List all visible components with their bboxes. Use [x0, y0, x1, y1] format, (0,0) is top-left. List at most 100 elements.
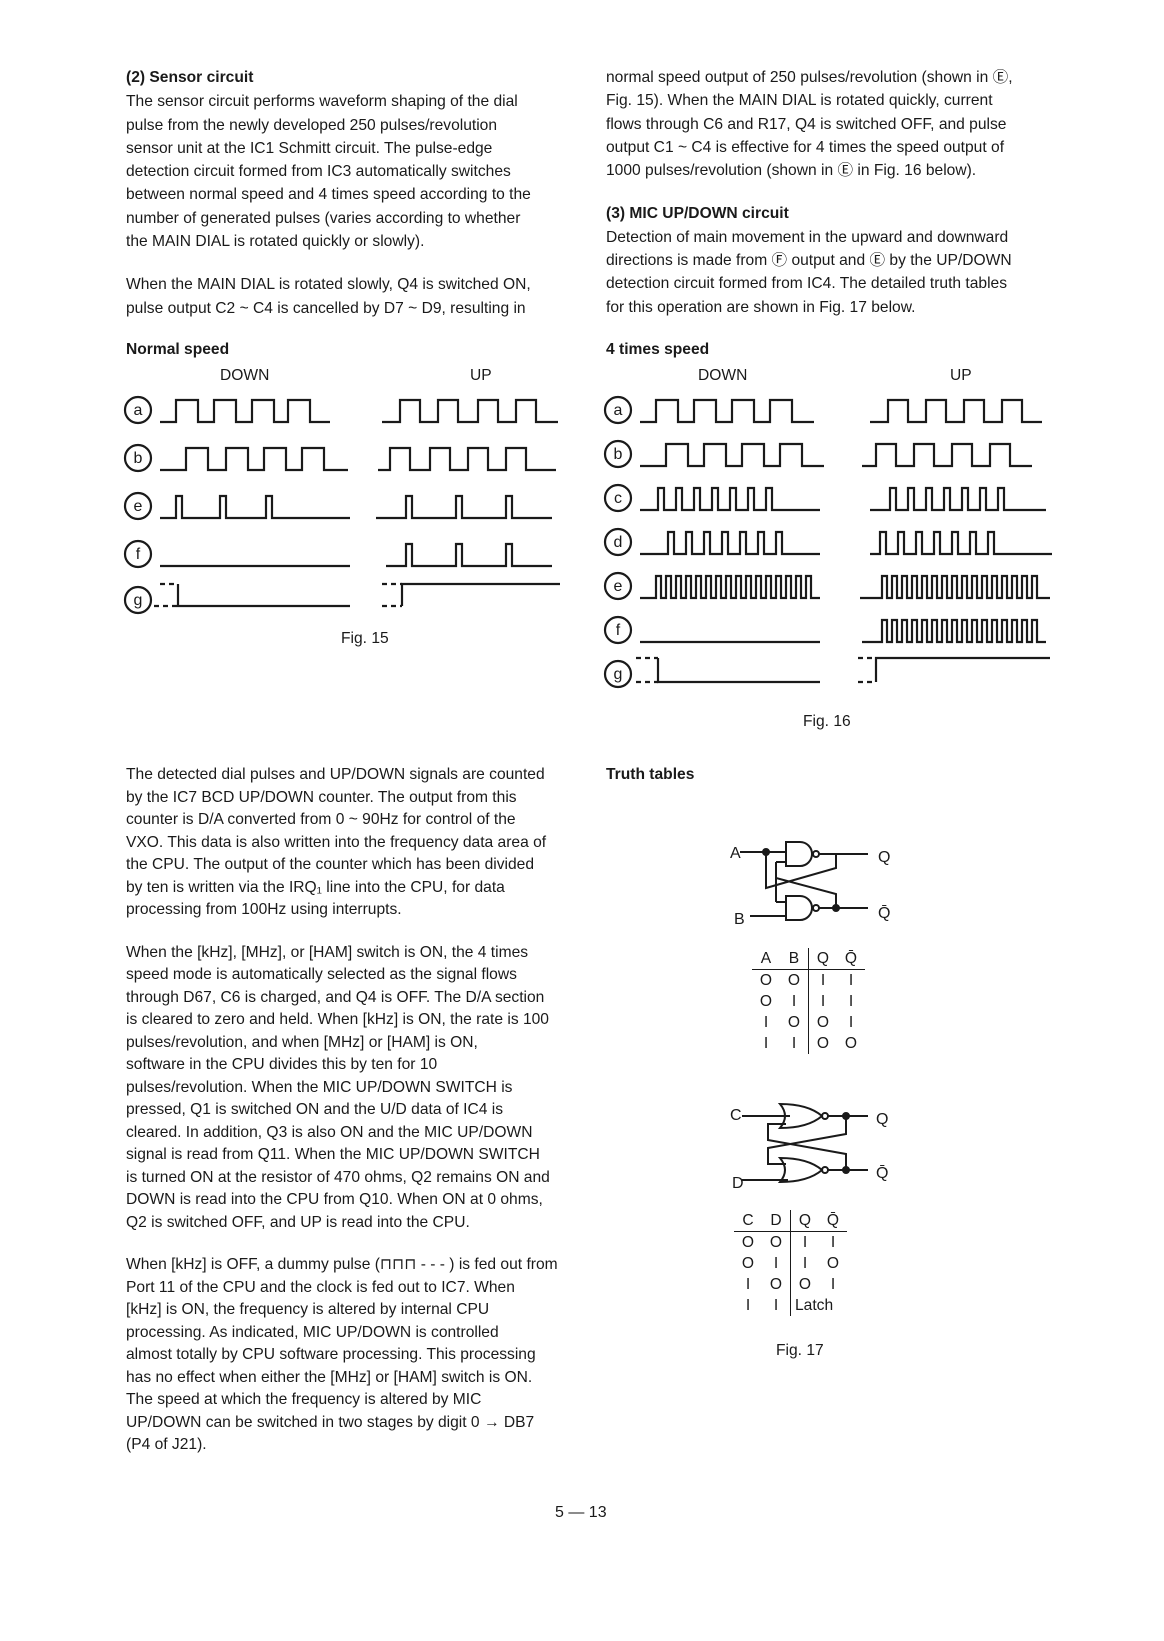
fig15-label-f	[123, 539, 153, 569]
fig15-wave-b-up	[378, 446, 556, 472]
table-cell: I	[745, 1297, 751, 1314]
fig16-wave-c-up	[870, 486, 1046, 512]
fig15-label-e	[123, 491, 153, 521]
truth-table-cd: C D Q Q̄ O O I I O I I O I O O I I I Lat…	[734, 1210, 847, 1316]
table-cell: O	[741, 1234, 755, 1251]
fig16-down-label: DOWN	[698, 367, 748, 384]
text-line: processing from 100Hz using interrupts.	[126, 901, 402, 918]
text-line: flows through C6 and R17, Q4 is switched…	[606, 115, 1007, 133]
col-header: Q	[798, 1212, 812, 1229]
text-line: between normal speed and 4 times speed a…	[126, 186, 531, 204]
truth-tables-heading: Truth tables	[606, 766, 695, 783]
text-line: almost totally by CPU software processin…	[126, 1346, 536, 1363]
table-cell: I	[762, 1295, 791, 1316]
text-line: pressed, Q1 is switched ON and the U/D d…	[126, 1101, 504, 1118]
fig16-label-c	[603, 483, 633, 513]
fig16-wave-g-down-solid	[656, 658, 820, 684]
fig15-wave-a-up	[382, 398, 558, 424]
fig16-timing-diagram: a b c d e f g	[603, 395, 1052, 689]
fig16-wave-d-down	[640, 530, 820, 556]
table-cell: O	[759, 993, 773, 1010]
fig16-letter-e: e	[614, 578, 623, 595]
text-line: directions is made from Ⓕ output and Ⓔ b…	[606, 252, 1012, 270]
text-line: for this operation are shown in Fig. 17 …	[606, 298, 916, 316]
table-cell: O	[741, 1255, 755, 1272]
text-line: signal is read from Q11. When the MIC UP…	[126, 1146, 540, 1163]
text-line: is cleared to zero and held. When [kHz] …	[126, 1011, 549, 1028]
table-cell: I	[780, 1033, 809, 1054]
fig16-wave-a-down	[640, 398, 814, 424]
fig15-wave-e-down	[160, 494, 350, 520]
text-line: sensor unit at the IC1 Schmitt circuit. …	[126, 139, 493, 157]
text-line: the CPU. The output of the counter which…	[126, 856, 535, 873]
fig16-letter-b: b	[614, 446, 623, 463]
table-cell: I	[802, 1255, 808, 1272]
text-line: output C1 ~ C4 is effective for 4 times …	[606, 138, 1005, 156]
table-cell: I	[802, 1234, 808, 1251]
fig15-label-b	[123, 443, 153, 473]
text-line: Fig. 15). When the MAIN DIAL is rotated …	[606, 92, 993, 110]
fig15-down-label: DOWN	[220, 367, 270, 384]
fig15-caption: Fig. 15	[341, 630, 389, 647]
table-cell: O	[816, 1035, 830, 1052]
fig16-label-b	[603, 439, 633, 469]
fig16-letter-a: a	[614, 402, 623, 419]
text-line: is turned ON at the resistor of 470 ohms…	[126, 1168, 550, 1186]
col-header: A	[760, 950, 772, 967]
table-cell: O	[762, 1231, 791, 1253]
text-line: pulses/revolution. When the MIC UP/DOWN …	[126, 1078, 513, 1096]
table-cell: I	[848, 993, 854, 1010]
col-header: Q̄	[826, 1212, 840, 1229]
fig15-wave-g-down-solid	[176, 584, 350, 608]
table-cell: I	[763, 1014, 769, 1031]
text-line: When the MAIN DIAL is rotated slowly, Q4…	[126, 276, 531, 294]
table-cell: I	[848, 972, 854, 989]
left-bottom-section: The detected dial pulses and UP/DOWN sig…	[126, 764, 572, 1457]
text-line: Port 11 of the CPU and the clock is fed …	[126, 1278, 515, 1296]
gate1-output-qbar: Q̄	[878, 905, 890, 922]
fig16-label-a	[603, 395, 633, 425]
table-row: I O O I	[734, 1274, 847, 1295]
text-line: speed mode is automatically selected as …	[126, 966, 517, 983]
gate2-output-q: Q	[876, 1111, 888, 1128]
text-line: When [kHz] is OFF, a dummy pulse (⊓⊓⊓ - …	[126, 1256, 558, 1273]
truth-table-ab: A B Q Q̄ O O I I O I I I I O O I I I O O	[752, 948, 865, 1054]
text-line: DOWN is read into the CPU from Q10. When…	[126, 1191, 543, 1208]
sensor-para-2: When the MAIN DIAL is rotated slowly, Q4…	[126, 273, 572, 320]
text-line: cleared. In addition, Q3 is also ON and …	[126, 1123, 533, 1141]
fig16-wave-b-down	[640, 442, 824, 468]
table-row: I I Latch	[734, 1295, 847, 1316]
fig16-letter-g: g	[614, 666, 623, 683]
text-line: Detection of main movement in the upward…	[606, 228, 1009, 246]
table-cell: O	[798, 1276, 812, 1293]
gate2-input-c: C	[730, 1107, 742, 1124]
dummy-pulse-para: When [kHz] is OFF, a dummy pulse (⊓⊓⊓ - …	[126, 1254, 572, 1457]
text-line: Q2 is switched OFF, and UP is read into …	[126, 1213, 470, 1231]
table-cell: I	[745, 1276, 751, 1293]
table-cell: O	[780, 969, 809, 991]
table-row: O O I I	[734, 1231, 847, 1253]
table-row: I O O I	[752, 1012, 865, 1033]
text-line: The sensor circuit performs waveform sha…	[126, 93, 518, 111]
counter-para: The detected dial pulses and UP/DOWN sig…	[126, 764, 572, 922]
gate2-output-qbar: Q̄	[876, 1165, 888, 1182]
table-cell: O	[844, 1035, 858, 1052]
text-line: VXO. This data is also written into the …	[126, 833, 547, 851]
fig15-letter-a: a	[134, 402, 143, 419]
fig16-wave-d-up	[870, 530, 1052, 556]
table-cell: I	[820, 972, 826, 989]
table-cell: O	[762, 1274, 791, 1295]
table-header-row: C D Q Q̄	[734, 1210, 847, 1232]
fig16-up-label: UP	[950, 367, 972, 384]
sensor-circuit-heading: (2) Sensor circuit	[126, 69, 254, 86]
col-header: C	[742, 1212, 754, 1229]
right-top-section: normal speed output of 250 pulses/revolu…	[606, 66, 1056, 319]
text-line: pulses/revolution, and when [MHz] or [HA…	[126, 1033, 478, 1051]
fig15-wave-a-down	[160, 398, 330, 424]
table-cell: I	[762, 1253, 791, 1274]
fig15-letter-f: f	[136, 546, 141, 563]
col-header: D	[762, 1210, 791, 1232]
fig16-label-g	[603, 659, 633, 689]
text-line: by ten is written via the IRQ₁ line into…	[126, 878, 505, 896]
fig15-wave-g-up-solid	[400, 582, 560, 606]
